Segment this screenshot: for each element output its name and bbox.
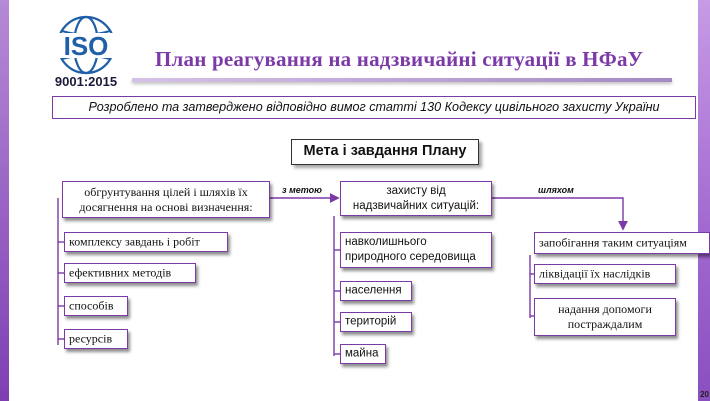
col3-item: ліквідації їх наслідків xyxy=(534,264,676,284)
col3-item: запобігання таким ситуаціям xyxy=(534,232,710,254)
col2-item-line: навколишнього xyxy=(345,236,427,248)
col2-item-line: населення xyxy=(345,284,402,297)
right-accent-bar xyxy=(698,0,710,401)
col1-header-line-2: досягнення на основі визначення: xyxy=(79,199,253,214)
col3-item-line: ліквідації їх наслідків xyxy=(539,266,651,281)
col1-item: способів xyxy=(64,296,128,316)
col1-header-box: обгрунтування цілей і шляхів їх досягнен… xyxy=(62,181,270,218)
iso-standard-label: 9001:2015 xyxy=(54,74,118,89)
col2-item-line: природного середовища xyxy=(345,251,476,263)
page-number: 20 xyxy=(700,390,709,399)
left-accent-bar xyxy=(0,0,9,401)
col1-item: комплексу завдань і робіт xyxy=(64,232,228,252)
label-with-goal: з метою xyxy=(282,185,322,195)
iso-logo: ISO 9001:2015 xyxy=(47,14,125,89)
col2-item: територій xyxy=(340,312,412,332)
col2-header-line-1: захисту від xyxy=(386,184,446,197)
iso-logo-text: ISO xyxy=(64,31,109,61)
col2-header-line-2: надзвичайних ситуацій: xyxy=(352,199,480,212)
col1-item-text: комплексу завдань і робіт xyxy=(69,234,200,249)
page-title: План реагування на надзвичайні ситуації … xyxy=(155,47,644,71)
goal-title-box: Мета і завдання Плану xyxy=(291,139,479,165)
globe-icon: ISO xyxy=(49,15,123,75)
col3-item: надання допомоги постраждалим xyxy=(534,298,676,336)
col2-item: навколишнього природного середовища xyxy=(340,232,492,268)
col2-header-box: захисту від надзвичайних ситуацій: xyxy=(340,181,492,216)
col2-item-line: майна xyxy=(345,347,379,360)
col3-item-line: запобігання таким ситуаціям xyxy=(539,235,687,250)
col1-item: ефективних методів xyxy=(64,263,196,283)
col1-item-text: ресурсів xyxy=(69,331,113,346)
subtitle-box: Розроблено та затверджено відповідно вим… xyxy=(52,96,696,119)
col2-item-line: територій xyxy=(345,315,397,328)
col3-item-line: надання допомоги xyxy=(558,302,652,316)
title-underline xyxy=(132,78,672,82)
col2-item: населення xyxy=(340,281,412,301)
col1-item: ресурсів xyxy=(64,329,128,349)
label-by-means: шляхом xyxy=(538,185,574,195)
col1-item-text: способів xyxy=(69,298,114,313)
col1-item-text: ефективних методів xyxy=(69,265,172,280)
col2-item: майна xyxy=(340,344,386,364)
col1-header-line-1: обгрунтування цілей і шляхів їх xyxy=(84,184,248,199)
col3-item-line: постраждалим xyxy=(567,317,643,331)
